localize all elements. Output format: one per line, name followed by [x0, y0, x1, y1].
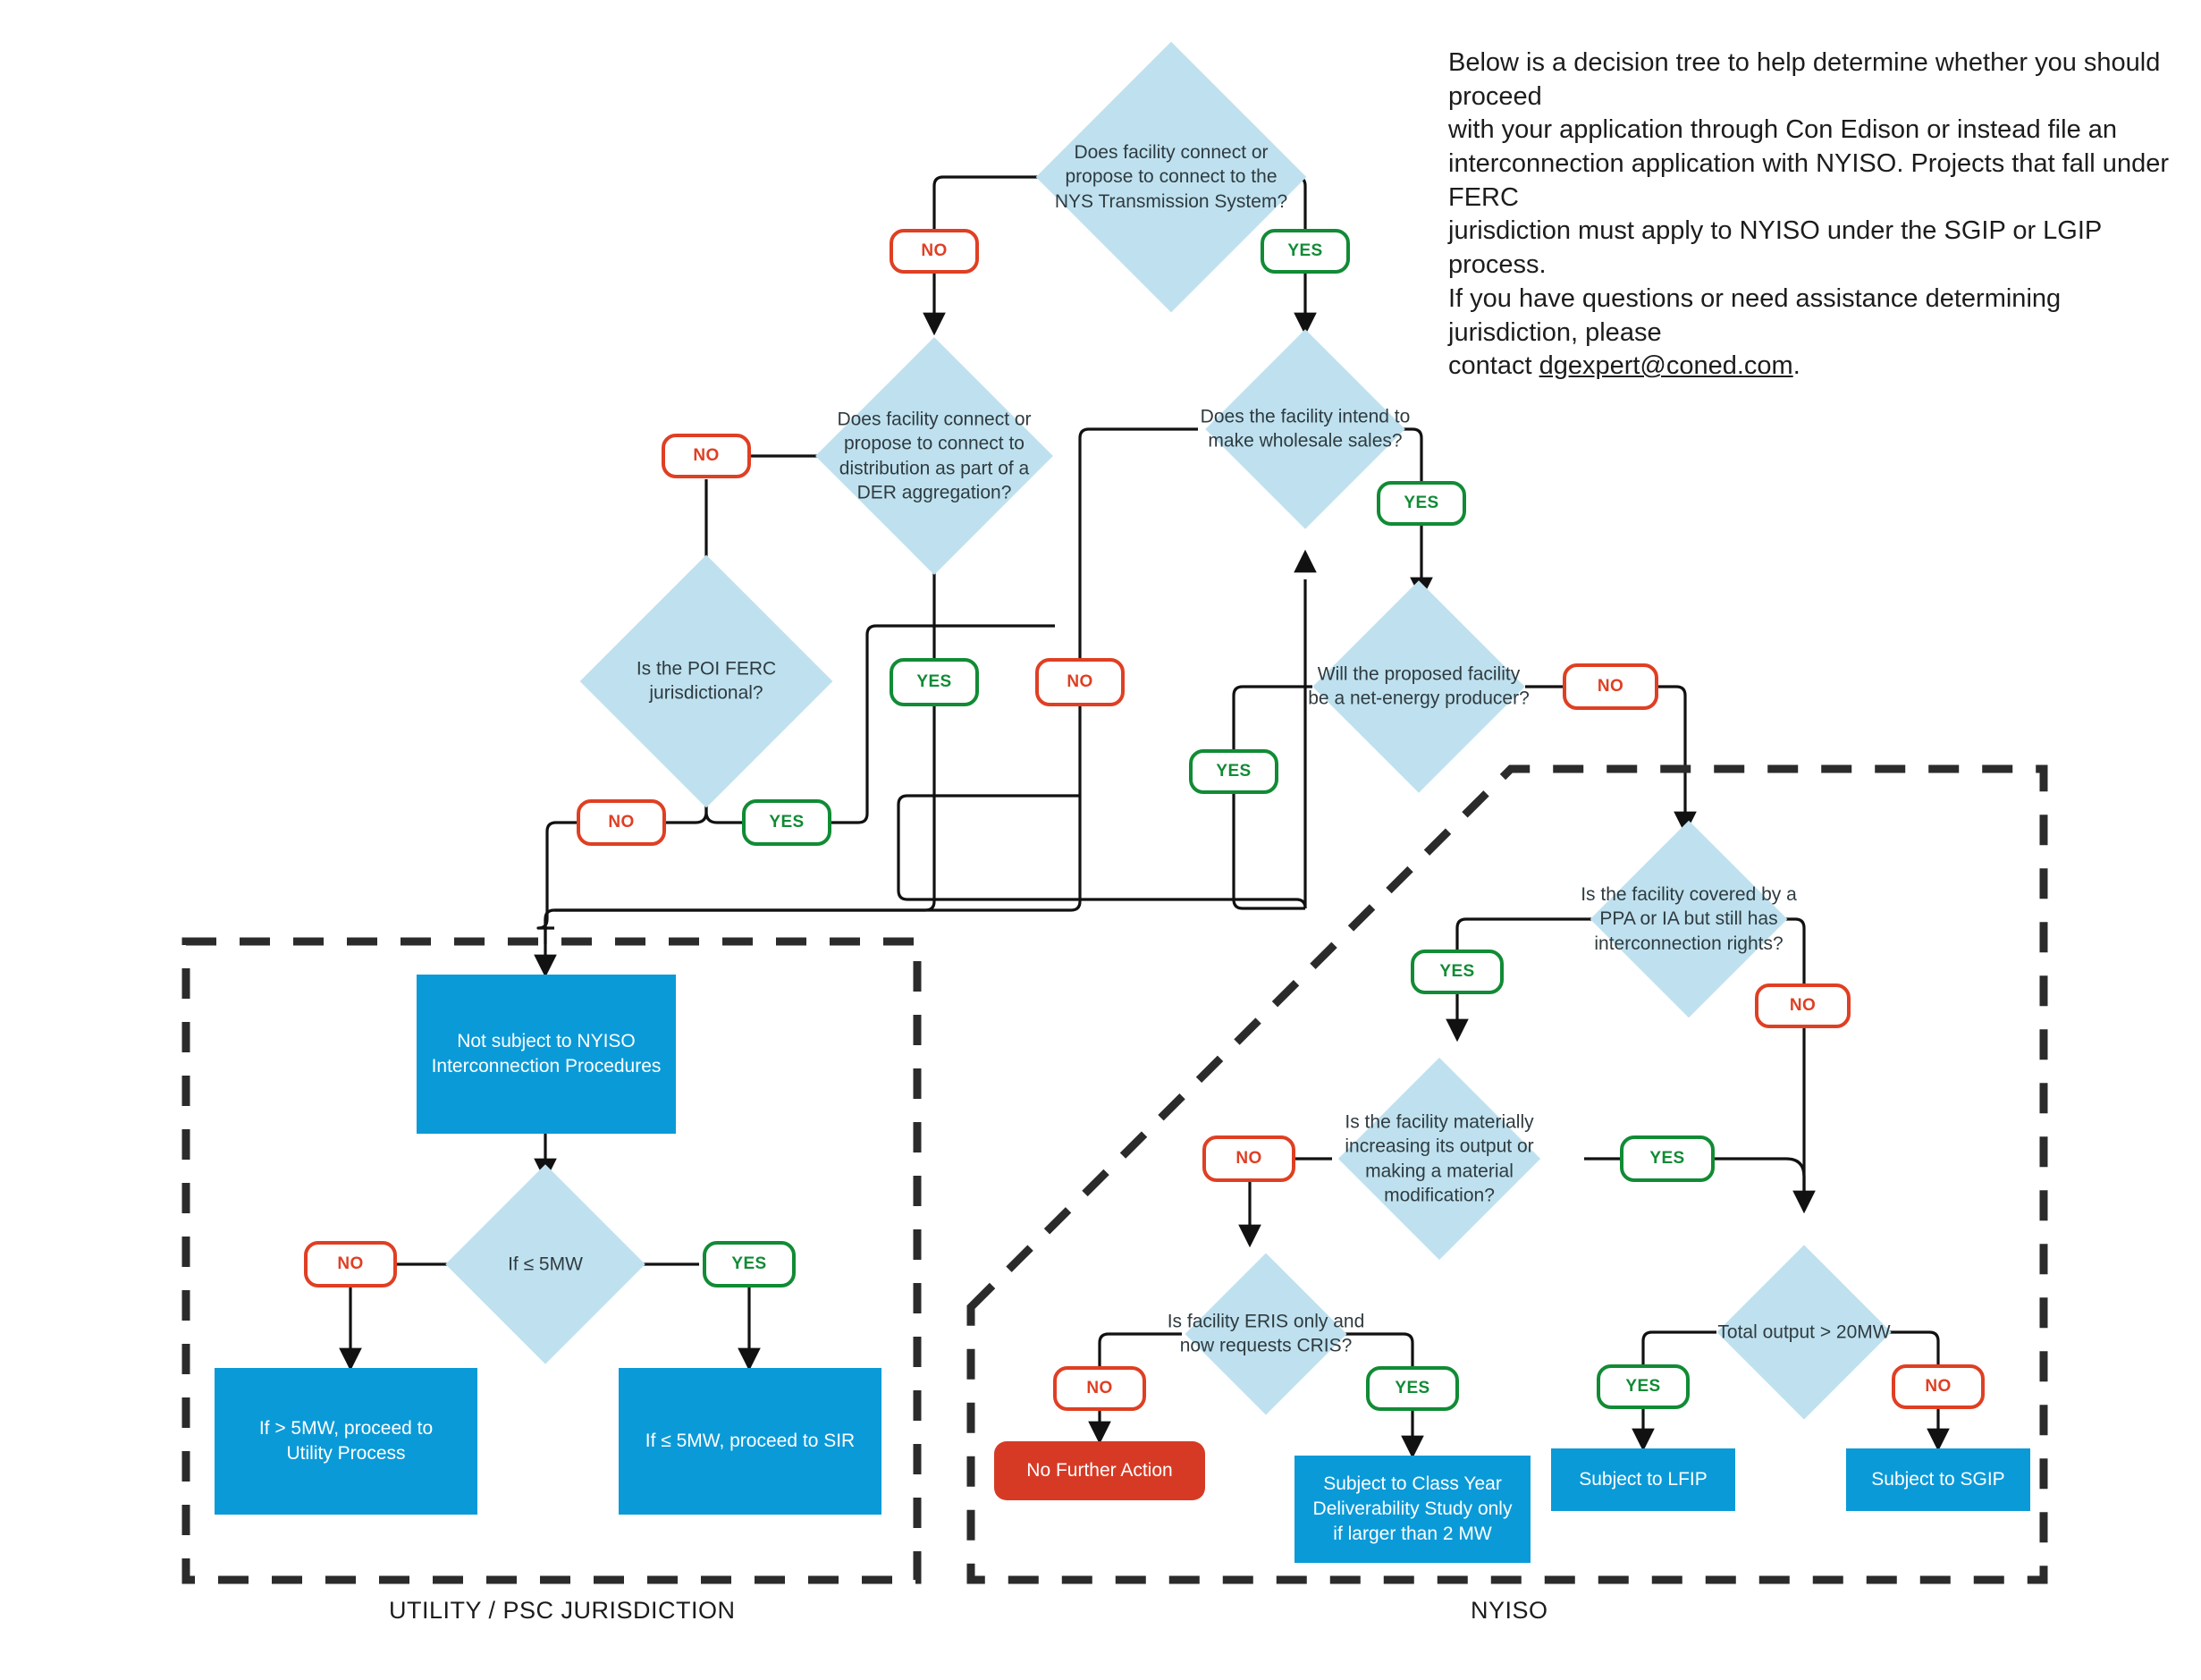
pill-label: NO: [1597, 677, 1624, 696]
pill-no-poi-ferc[interactable]: NO: [577, 799, 666, 846]
pill-yes-nys-transmission[interactable]: YES: [1261, 229, 1350, 274]
pill-label: YES: [1625, 1377, 1661, 1396]
decision-poi-ferc-jurisdictional: Is the POI FERC jurisdictional?: [579, 554, 833, 808]
outcome-5mw-or-less-sir: If ≤ 5MW, proceed to SIR: [619, 1368, 881, 1515]
pill-label: NO: [1925, 1377, 1952, 1396]
pill-yes-wholesale-sales[interactable]: YES: [1377, 481, 1466, 526]
pill-no-wholesale-sales[interactable]: NO: [1035, 658, 1125, 706]
decision-total-output-20mw-label: Total output > 20MW: [1717, 1321, 1891, 1343]
decision-nys-transmission-system-label: Does facility connect or propose to conn…: [1054, 142, 1288, 212]
pill-yes-material-modification[interactable]: YES: [1620, 1135, 1715, 1182]
outcome-no-further-action-label: No Further Action: [1026, 1460, 1173, 1482]
region-label-nyiso: NYISO: [1471, 1597, 1548, 1624]
pill-label: YES: [1439, 962, 1475, 981]
decision-eris-only-requests-cris-label: Is facility ERIS only and now requests C…: [1167, 1311, 1365, 1356]
pill-label: NO: [921, 241, 948, 260]
outcome-subject-to-sgip-label: Subject to SGIP: [1871, 1469, 2005, 1490]
pill-label: YES: [1404, 494, 1439, 512]
pill-label: YES: [731, 1254, 767, 1273]
pill-label: NO: [608, 813, 635, 832]
pill-no-der-aggregation[interactable]: NO: [662, 434, 751, 478]
pill-yes-ppa-or-ia[interactable]: YES: [1411, 950, 1504, 994]
pill-no-total-output-20mw[interactable]: NO: [1892, 1364, 1985, 1409]
outcome-class-year-deliverability-study: Subject to Class Year Deliverability Stu…: [1294, 1456, 1531, 1563]
outcome-no-further-action: No Further Action: [994, 1441, 1205, 1500]
pill-yes-net-energy-producer[interactable]: YES: [1189, 749, 1278, 794]
pill-no-ppa-or-ia[interactable]: NO: [1755, 984, 1851, 1028]
pill-no-nys-transmission[interactable]: NO: [890, 229, 979, 274]
decision-eris-only-requests-cris: Is facility ERIS only and now requests C…: [1168, 1253, 1364, 1415]
pill-no-eris-cris[interactable]: NO: [1053, 1366, 1146, 1411]
decision-nys-transmission-system: Does facility connect or propose to conn…: [1035, 41, 1307, 313]
outcome-over-5mw-utility-process: If > 5MW, proceed to Utility Process: [215, 1368, 477, 1515]
pill-label: NO: [1086, 1379, 1113, 1397]
pill-yes-total-output-20mw[interactable]: YES: [1597, 1364, 1690, 1409]
pill-label: YES: [1395, 1379, 1430, 1397]
pill-label: YES: [916, 672, 952, 691]
intro-contact-prefix: contact: [1448, 351, 1539, 381]
pill-yes-der-aggregation[interactable]: YES: [890, 658, 979, 706]
decision-poi-ferc-jurisdictional-label: Is the POI FERC jurisdictional?: [636, 658, 777, 704]
intro-line-5: If you have questions or need assistance…: [1448, 283, 2062, 347]
pill-label: NO: [1067, 672, 1093, 691]
outcome-subject-to-lfip: Subject to LFIP: [1551, 1448, 1735, 1511]
intro-contact-suffix: .: [1792, 351, 1800, 381]
pill-yes-poi-ferc[interactable]: YES: [742, 799, 831, 846]
outcome-not-subject-to-nyiso-label: Not subject to NYISO Interconnection Pro…: [431, 1031, 662, 1076]
pill-no-material-modification[interactable]: NO: [1202, 1135, 1295, 1182]
dgexpert-email-link[interactable]: dgexpert@coned.com: [1539, 351, 1793, 381]
outcome-not-subject-to-nyiso: Not subject to NYISO Interconnection Pro…: [417, 975, 676, 1134]
decision-wholesale-sales-label: Does the facility intend to make wholesa…: [1200, 406, 1411, 452]
intro-paragraph: Below is a decision tree to help determi…: [1448, 46, 2190, 384]
decision-ppa-or-ia-interconnection-rights-label: Is the facility covered by a PPA or IA b…: [1581, 884, 1797, 954]
pill-label: NO: [693, 446, 720, 465]
decision-total-output-20mw: Total output > 20MW: [1716, 1245, 1892, 1420]
pill-label: YES: [1216, 762, 1252, 781]
outcome-class-year-deliverability-study-label: Subject to Class Year Deliverability Stu…: [1312, 1473, 1513, 1544]
intro-line-1: Below is a decision tree to help determi…: [1448, 48, 2161, 111]
decision-if-5mw-or-less: If ≤ 5MW: [445, 1164, 645, 1364]
intro-line-2: with your application through Con Edison…: [1448, 115, 2118, 145]
decision-if-5mw-or-less-label: If ≤ 5MW: [508, 1254, 583, 1275]
outcome-5mw-or-less-sir-label: If ≤ 5MW, proceed to SIR: [645, 1431, 856, 1452]
outcome-subject-to-lfip-label: Subject to LFIP: [1579, 1469, 1708, 1490]
decision-net-energy-producer: Will the proposed facility be a net-ener…: [1308, 580, 1530, 793]
decision-der-aggregation: Does facility connect or propose to conn…: [815, 337, 1053, 575]
pill-label: NO: [1789, 996, 1817, 1015]
pill-no-if-5mw[interactable]: NO: [304, 1241, 397, 1287]
decision-material-modification-label: Is the facility materially increasing it…: [1345, 1111, 1534, 1206]
pill-label: YES: [1287, 241, 1323, 260]
region-label-utility-psc: UTILITY / PSC JURISDICTION: [389, 1597, 736, 1624]
pill-yes-if-5mw[interactable]: YES: [703, 1241, 796, 1287]
intro-line-4: jurisdiction must apply to NYISO under t…: [1448, 216, 2102, 280]
pill-label: NO: [337, 1254, 364, 1273]
pill-label: YES: [769, 813, 805, 832]
outcome-subject-to-sgip: Subject to SGIP: [1846, 1448, 2030, 1511]
pill-label: NO: [1235, 1149, 1262, 1168]
pill-label: YES: [1649, 1149, 1685, 1168]
decision-material-modification: Is the facility materially increasing it…: [1337, 1057, 1541, 1261]
decision-wholesale-sales: Does the facility intend to make wholesa…: [1201, 329, 1410, 529]
intro-line-3: interconnection application with NYISO. …: [1448, 149, 2169, 212]
outcome-over-5mw-utility-process-label: If > 5MW, proceed to Utility Process: [258, 1418, 434, 1464]
pill-yes-eris-cris[interactable]: YES: [1366, 1366, 1459, 1411]
decision-net-energy-producer-label: Will the proposed facility be a net-ener…: [1308, 663, 1530, 709]
decision-der-aggregation-label: Does facility connect or propose to conn…: [837, 409, 1032, 503]
pill-no-net-energy-producer[interactable]: NO: [1563, 663, 1658, 710]
